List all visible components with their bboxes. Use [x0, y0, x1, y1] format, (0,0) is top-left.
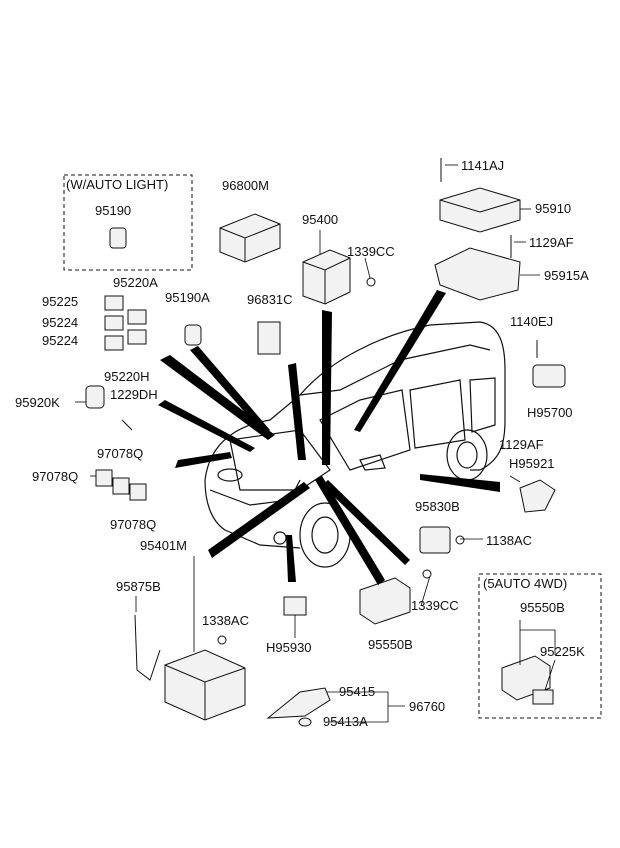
part-1339CC-nut-top [366, 277, 376, 287]
part-95910-unit [439, 187, 521, 233]
label-95224-a: 95224 [42, 315, 79, 330]
auto-light-box [63, 174, 193, 271]
label-95190A: 95190A [165, 290, 210, 305]
label-96831C: 96831C [247, 292, 293, 307]
part-H95930-sensor [283, 596, 307, 616]
label-95400: 95400 [302, 212, 339, 227]
label-H95930: H95930 [266, 640, 312, 655]
label-96760: 96760 [409, 699, 446, 714]
part-95413A-battery [298, 717, 312, 727]
part-95830B-unit [419, 526, 451, 554]
part-97078Q-relays [95, 469, 147, 501]
label-95915A: 95915A [544, 268, 589, 283]
part-1138AC-nut [455, 535, 465, 545]
label-97078Q-left: 97078Q [32, 469, 79, 484]
label-95224-b: 95224 [42, 333, 79, 348]
part-95915A-bracket [434, 247, 521, 301]
auto-light-box-title: (W/AUTO LIGHT) [66, 177, 169, 192]
label-95830B: 95830B [415, 499, 460, 514]
label-H95700: H95700 [527, 405, 573, 420]
vehicle-outline [204, 321, 506, 568]
auto-4wd-box-title: (5AUTO 4WD) [483, 576, 568, 591]
part-96831C-unit [257, 321, 281, 355]
relay-group [104, 295, 147, 351]
label-95220H: 95220H [104, 369, 150, 384]
label-95190: 95190 [95, 203, 132, 218]
label-1138AC: 1138AC [486, 533, 533, 548]
label-95910: 95910 [535, 201, 572, 216]
part-95400-module [302, 249, 351, 305]
part-95190-sensor [109, 227, 127, 249]
label-95920K: 95920K [15, 395, 60, 410]
part-95920K-switch [85, 385, 105, 409]
label-95875B: 95875B [116, 579, 161, 594]
part-1339CC-nut-mid [422, 569, 432, 579]
label-95401M: 95401M [140, 538, 187, 553]
part-H95700-unit [532, 364, 566, 388]
label-97078Q-top: 97078Q [97, 446, 144, 461]
label-1338AC: 1338AC [202, 613, 249, 628]
part-95550B-4wd-unit [501, 655, 554, 705]
label-95550B-box: 95550B [520, 600, 565, 615]
leader-lines [75, 164, 556, 723]
label-95415: 95415 [339, 684, 376, 699]
label-1140EJ: 1140EJ [510, 314, 554, 329]
part-95415-keyfob [266, 687, 331, 719]
part-1229DH-bolt [121, 419, 133, 431]
label-1229DH: 1229DH [110, 387, 158, 402]
part-95401M-module [164, 649, 246, 721]
part-95550B-unit [359, 577, 411, 625]
rear-wheel [446, 429, 488, 481]
part-H95921-sensor [519, 479, 556, 513]
label-95225K: 95225K [540, 644, 585, 659]
label-95225: 95225 [42, 294, 79, 309]
label-1129AF-top: 1129AF [529, 235, 574, 250]
label-H95921: H95921 [509, 456, 555, 471]
part-95875B-antenna [134, 614, 161, 681]
part-1338AC-nut [217, 635, 227, 645]
part-1129AF-bolt-right [509, 475, 521, 483]
label-1339CC-top: 1339CC [347, 244, 395, 259]
location-pointers [158, 290, 500, 585]
part-95190A-sensor [184, 324, 202, 346]
label-95550B: 95550B [368, 637, 413, 652]
label-95413A: 95413A [323, 714, 368, 729]
label-95220A: 95220A [113, 275, 158, 290]
label-97078Q-bottom: 97078Q [110, 517, 157, 532]
label-1141AJ: 1141AJ [461, 158, 505, 173]
label-96800M: 96800M [222, 178, 269, 193]
label-1339CC-mid: 1339CC [411, 598, 459, 613]
part-96800M-module [219, 213, 281, 263]
label-1129AF-right: 1129AF [499, 437, 544, 452]
